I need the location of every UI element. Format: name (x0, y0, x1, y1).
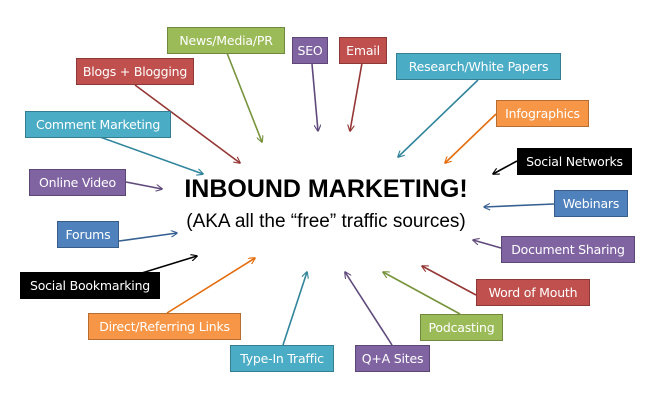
arrow-online-video (125, 181, 162, 189)
source-social-networks: Social Networks (517, 148, 632, 175)
source-news-media-pr: News/Media/PR (167, 27, 285, 54)
source-email: Email (339, 37, 387, 64)
source-online-video: Online Video (29, 169, 126, 196)
source-seo: SEO (292, 37, 328, 64)
source-comment-marketing: Comment Marketing (25, 111, 171, 138)
arrow-word-of-mouth (422, 266, 477, 296)
arrow-forums (118, 233, 177, 242)
source-research: Research/White Papers (396, 53, 561, 80)
arrow-direct (166, 258, 255, 314)
arrow-infographics (445, 113, 497, 163)
arrow-comment (99, 136, 203, 174)
arrow-email (350, 62, 363, 131)
source-blogs: Blogs + Blogging (76, 58, 194, 85)
source-forums: Forums (57, 221, 119, 248)
arrow-seo (311, 63, 318, 131)
arrow-webinars (484, 203, 555, 207)
arrow-news (226, 52, 262, 142)
source-direct-referring-links: Direct/Referring Links (88, 313, 241, 340)
source-webinars: Webinars (554, 190, 628, 217)
source-qa-sites: Q+A Sites (355, 345, 430, 372)
diagram-subtitle: (AKA all the “free” traffic sources) (186, 211, 466, 232)
arrow-research (398, 79, 479, 157)
diagram-title: INBOUND MARKETING! (184, 175, 468, 203)
source-infographics: Infographics (496, 100, 589, 127)
arrow-social-networks (493, 160, 518, 174)
arrow-podcasting (383, 272, 461, 315)
source-document-sharing: Document Sharing (501, 236, 635, 263)
source-type-in-traffic: Type-In Traffic (230, 345, 334, 372)
source-podcasting: Podcasting (420, 314, 503, 341)
arrow-document-sharing (473, 240, 502, 249)
arrow-blogs (134, 84, 240, 163)
source-word-of-mouth: Word of Mouth (476, 279, 590, 306)
source-social-bookmarking: Social Bookmarking (20, 272, 160, 299)
arrow-type-in (282, 272, 307, 346)
arrow-qa (345, 272, 393, 346)
